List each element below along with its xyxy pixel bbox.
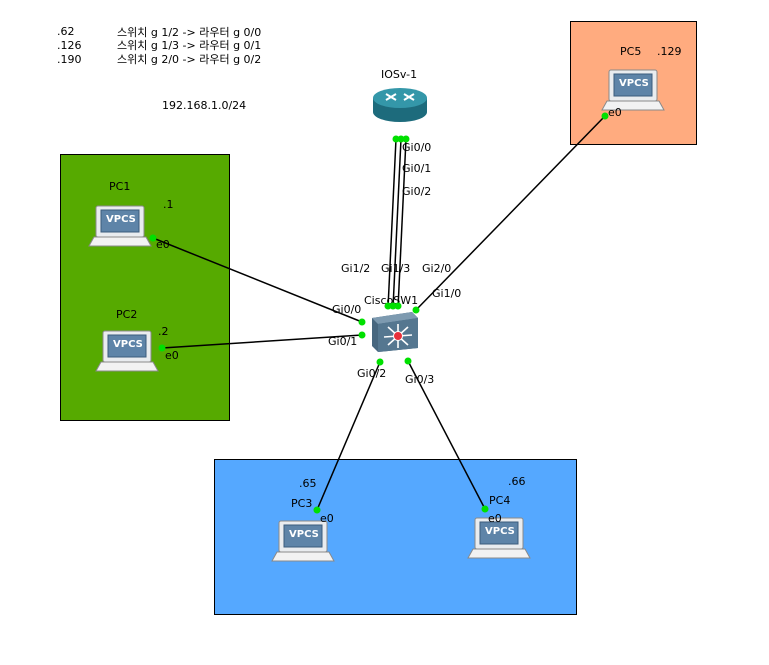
port-dot: [376, 358, 384, 366]
port-dot: [389, 302, 397, 310]
switch-port-gi0-2: Gi0/2: [357, 367, 386, 380]
port-dot: [313, 506, 321, 514]
note-desc-2: 스위치 g 1/3 -> 라우터 g 0/1: [117, 39, 262, 52]
pc4-ip: .66: [508, 475, 526, 488]
pc2-port: e0: [165, 349, 179, 362]
pc1-badge: VPCS: [106, 214, 136, 225]
pc5[interactable]: VPCS PC5 .129: [601, 45, 682, 111]
link-pc5-switch[interactable]: [415, 115, 606, 311]
link-router-switch-1[interactable]: [387, 138, 397, 309]
link-pc1-switch[interactable]: [152, 237, 363, 323]
link-router-switch-2[interactable]: [392, 138, 402, 309]
network-label: 192.168.1.0/24: [162, 99, 247, 112]
note-ip-3: .190: [57, 53, 82, 66]
pc3-port: e0: [320, 512, 334, 525]
port-dot: [392, 135, 400, 143]
link-pc2-switch[interactable]: [161, 334, 363, 349]
pc5-badge: VPCS: [619, 78, 649, 89]
router-port-gi0-0: Gi0/0: [402, 141, 431, 154]
switch-port-gi1-0: Gi1/0: [432, 287, 461, 300]
switch-port-gi0-3: Gi0/3: [405, 373, 434, 386]
link-pc3-switch[interactable]: [316, 361, 381, 511]
port-dot: [481, 505, 489, 513]
pc4-badge: VPCS: [485, 526, 515, 537]
port-dot: [402, 135, 410, 143]
pc1-port: e0: [156, 238, 170, 251]
pc4-name: PC4: [489, 494, 510, 507]
pc4[interactable]: VPCS PC4 .66: [467, 475, 531, 559]
pc4-port: e0: [488, 512, 502, 525]
port-dot: [394, 302, 402, 310]
note-desc-3: 스위치 g 2/0 -> 라우터 g 0/2: [117, 53, 262, 66]
link-pc4-switch[interactable]: [407, 360, 486, 510]
port-dot: [404, 357, 412, 365]
port-dot: [412, 306, 420, 314]
port-dot: [384, 302, 392, 310]
switch-port-gi2-0: Gi2/0: [422, 262, 451, 275]
switch-port-gi1-2: Gi1/2: [341, 262, 370, 275]
pc1[interactable]: VPCS PC1 .1: [88, 180, 174, 247]
note-ip-1: .62: [57, 25, 75, 38]
zone-green[interactable]: [60, 154, 230, 421]
port-dot: [158, 344, 166, 352]
pc5-name: PC5: [620, 45, 641, 58]
note-desc-1: 스위치 g 1/2 -> 라우터 g 0/0: [117, 26, 262, 39]
switch-name: CiscoSW1: [364, 294, 418, 307]
pc3[interactable]: VPCS PC3 .65: [271, 477, 335, 562]
router-port-gi0-1: Gi0/1: [402, 162, 431, 175]
router-name: IOSv-1: [381, 68, 417, 81]
router-port-gi0-2: Gi0/2: [402, 185, 431, 198]
pc2-name: PC2: [116, 308, 137, 321]
pc1-ip: .1: [163, 198, 174, 211]
pc3-name: PC3: [291, 497, 312, 510]
port-dots: [149, 112, 609, 514]
port-dot: [358, 318, 366, 326]
pc1-name: PC1: [109, 180, 130, 193]
router-iosv-1[interactable]: IOSv-1: [373, 68, 427, 122]
pc5-ip: .129: [657, 45, 682, 58]
link-router-switch-3[interactable]: [397, 138, 407, 309]
port-dot: [149, 234, 157, 242]
pc5-port: e0: [608, 106, 622, 119]
port-dot: [358, 331, 366, 339]
pc3-badge: VPCS: [289, 529, 319, 540]
pc3-ip: .65: [299, 477, 317, 490]
pc2-ip: .2: [158, 325, 169, 338]
pc2-badge: VPCS: [113, 339, 143, 350]
switch-ciscosw1[interactable]: CiscoSW1: [364, 294, 418, 352]
interface-labels: Gi0/0 Gi0/1 Gi0/2 Gi1/2 Gi1/3 Gi2/0 Gi1/…: [156, 106, 622, 525]
switch-port-gi1-3: Gi1/3: [381, 262, 410, 275]
port-dot: [601, 112, 609, 120]
port-dot: [397, 135, 405, 143]
switch-port-gi0-0: Gi0/0: [332, 303, 361, 316]
switch-port-gi0-1: Gi0/1: [328, 335, 357, 348]
note-ip-2: .126: [57, 39, 82, 52]
pc2[interactable]: VPCS PC2 .2: [95, 308, 169, 372]
links: [152, 115, 606, 511]
